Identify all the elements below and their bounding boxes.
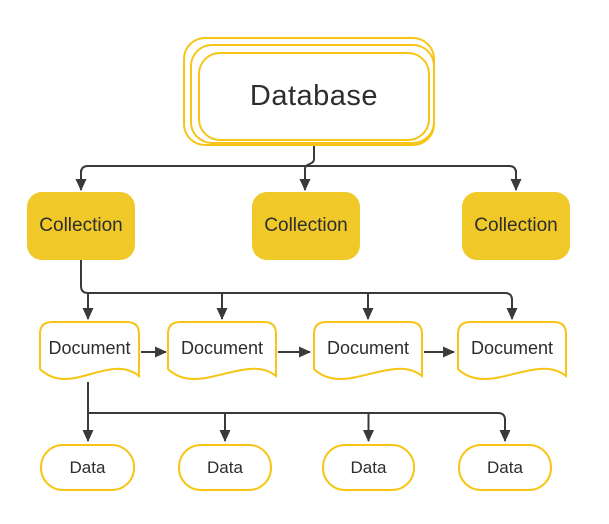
node-document-1: Document bbox=[40, 334, 139, 362]
data-4-label: Data bbox=[487, 457, 523, 477]
document-shape-2 bbox=[167, 321, 277, 380]
database-stack-card-front: Database bbox=[198, 52, 430, 141]
arrow-db-to-collection-2 bbox=[299, 146, 315, 191]
node-document-4: Document bbox=[458, 334, 566, 362]
document-4-label: Document bbox=[470, 337, 554, 358]
document-2-label: Document bbox=[180, 337, 264, 358]
document-shape-1 bbox=[39, 321, 140, 380]
connector-document-branch bbox=[88, 412, 506, 421]
connector-db-branch bbox=[80, 165, 517, 174]
document-shape-4 bbox=[457, 321, 567, 380]
document-1-label: Document bbox=[48, 337, 131, 358]
document-shape-3 bbox=[313, 321, 423, 380]
data-3-label: Data bbox=[350, 457, 387, 477]
node-collection-3: Collection bbox=[462, 192, 570, 260]
node-collection-2: Collection bbox=[252, 192, 360, 260]
node-data-3: Data bbox=[322, 444, 415, 491]
collection-2-label: Collection bbox=[264, 215, 348, 236]
data-1-label: Data bbox=[69, 457, 106, 477]
node-data-1: Data bbox=[40, 444, 135, 491]
connector-collection-branch bbox=[80, 260, 513, 301]
collection-3-label: Collection bbox=[474, 215, 558, 236]
node-data-4: Data bbox=[458, 444, 552, 491]
node-data-2: Data bbox=[178, 444, 272, 491]
node-document-3: Document bbox=[314, 334, 422, 362]
data-2-label: Data bbox=[207, 457, 243, 477]
node-collection-1: Collection bbox=[27, 192, 135, 260]
node-document-2: Document bbox=[168, 334, 276, 362]
document-3-label: Document bbox=[326, 337, 410, 358]
database-label: Database bbox=[249, 80, 379, 112]
collection-1-label: Collection bbox=[39, 215, 123, 236]
